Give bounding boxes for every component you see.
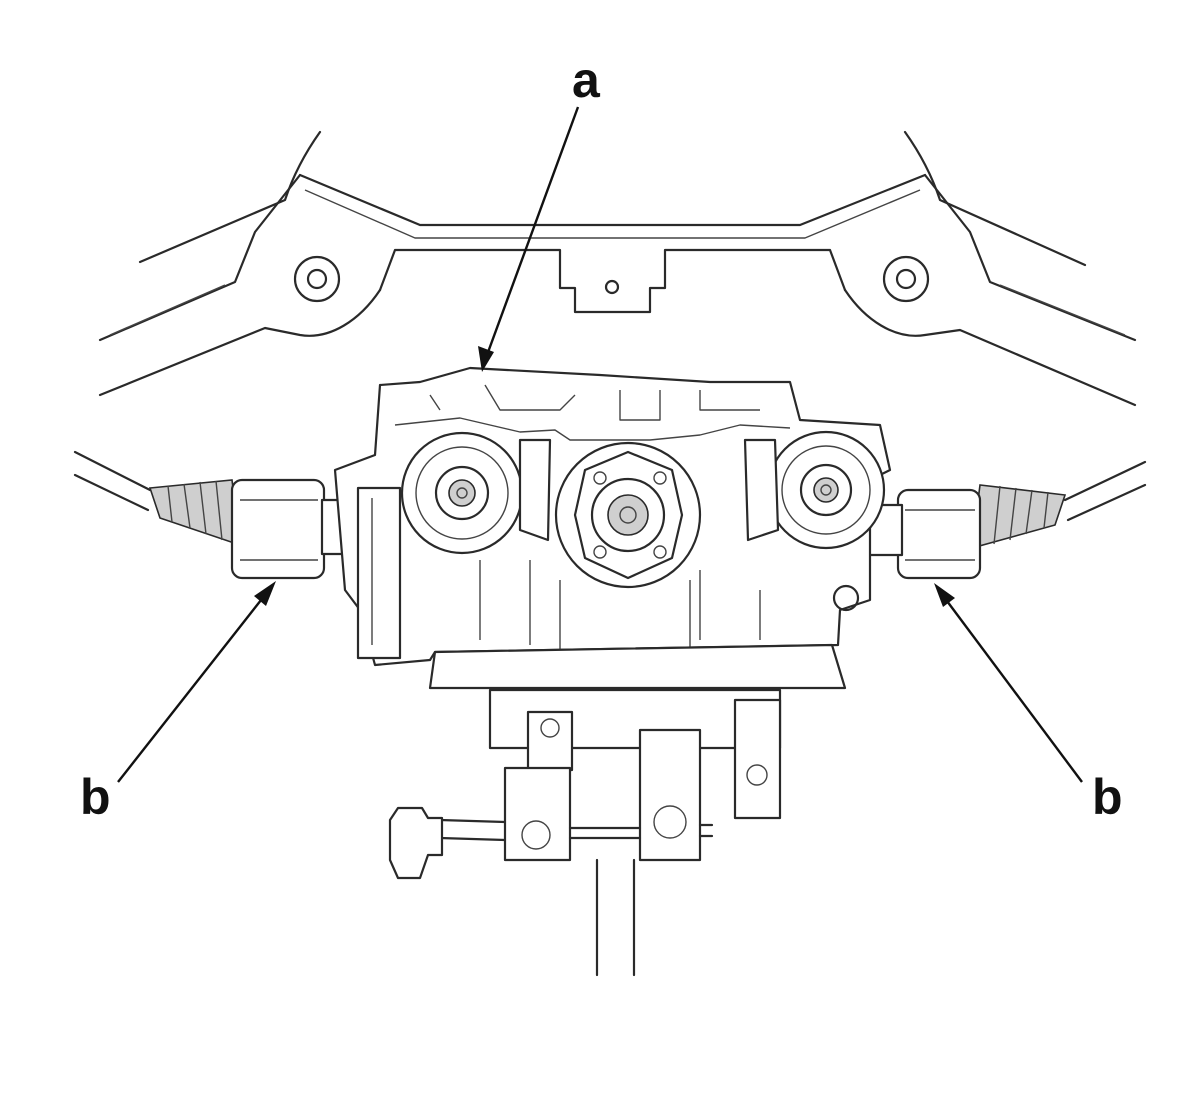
- left-flange: [400, 431, 524, 555]
- companion-flange: [554, 441, 702, 589]
- callout-arrow-b-left: [117, 581, 276, 783]
- callout-arrow-a: [478, 106, 580, 372]
- callout-label-a: a: [572, 52, 600, 108]
- right-driveshaft: [860, 460, 1147, 580]
- callout-label-b-left: b: [80, 769, 111, 825]
- transmission-jack: [388, 643, 847, 977]
- differential-housing: [333, 366, 892, 667]
- callout-label-b-right: b: [1092, 769, 1123, 825]
- rear-subframe: [98, 130, 1137, 407]
- right-flange: [766, 430, 886, 550]
- left-driveshaft: [73, 450, 364, 580]
- callout-arrow-b-right: [934, 583, 1083, 783]
